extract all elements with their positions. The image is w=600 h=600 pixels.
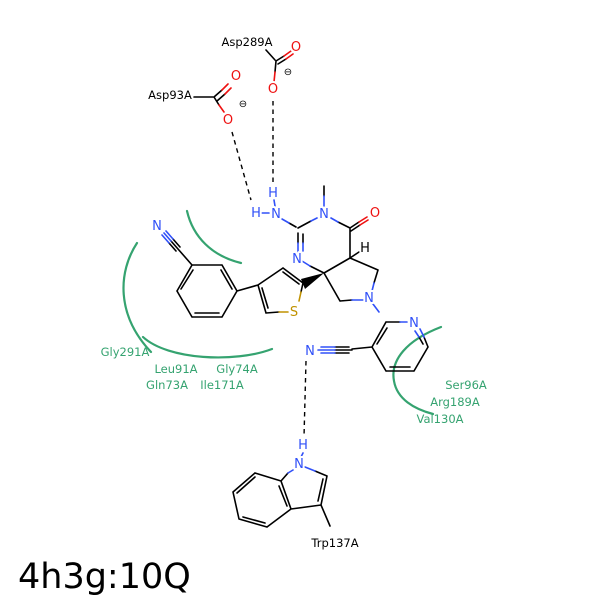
residue-label-arg189: Arg189A — [430, 395, 480, 409]
hydrogen-atom-label: H — [360, 241, 370, 256]
bonds-oxygen — [218, 50, 369, 226]
nitrogen-atom-label: N — [409, 316, 419, 331]
oxygen-atom-label: O — [291, 40, 301, 55]
nitrogen-atom-label: N — [305, 344, 315, 359]
residue-label-ile171: Ile171A — [200, 378, 244, 392]
nitrogen-atom-label: N — [319, 207, 329, 222]
residue-label-asp93: Asp93A — [148, 88, 192, 102]
negative-charge-icon: ⊖ — [284, 67, 292, 78]
hydrogen-atom-label: H — [251, 206, 261, 221]
oxygen-atom-label: O — [370, 206, 380, 221]
residue-label-gly291: Gly291A — [101, 345, 150, 359]
hydrogen-atom-label: H — [268, 186, 278, 201]
residue-label-gly74: Gly74A — [216, 362, 258, 376]
nitrogen-atom-label: N — [292, 252, 302, 267]
bonds-carbon — [168, 49, 429, 528]
nitrogen-atom-label: N — [294, 457, 304, 472]
residue-label-trp137: Trp137A — [310, 536, 358, 550]
hbond-asp93-line — [231, 131, 252, 201]
nitrogen-atom-label: N — [364, 291, 374, 306]
hydrophobic-contacts — [122, 209, 443, 416]
hydrogen-atom-label: H — [298, 438, 308, 453]
sulfur-atom-label: S — [290, 305, 298, 320]
hbond-trp137-line — [303, 360, 307, 438]
residue-label-asp289: Asp289A — [222, 35, 273, 49]
nitrogen-atom-label: N — [271, 207, 281, 222]
residue-label-ser96: Ser96A — [445, 378, 487, 392]
page-title: 4h3g:10Q — [18, 557, 191, 597]
hydrophobic-arc-left — [122, 241, 153, 354]
nitrogen-atom-label: N — [152, 219, 162, 234]
hydrophobic-arc-bottom — [141, 335, 274, 359]
hydrophobic-arc-right — [392, 325, 443, 416]
bonds-nitrogen — [161, 195, 425, 474]
oxygen-atom-label: O — [231, 69, 241, 84]
residue-labels: Asp289A Asp93A Trp137A Gly291A Leu91A Gl… — [101, 35, 487, 550]
residue-label-leu91: Leu91A — [154, 362, 197, 376]
stereo-wedge-bond — [301, 273, 324, 289]
oxygen-atom-label: O — [223, 113, 233, 128]
oxygen-atom-label: O — [268, 82, 278, 97]
hydrophobic-arc-upper — [185, 209, 243, 265]
atom-labels: O O ⊖ O O ⊖ H N H N O H N N N N S N H N — [150, 38, 421, 474]
hydrogen-bonds — [231, 101, 307, 438]
ligand-structure — [161, 49, 429, 528]
residue-label-gln73: Gln73A — [146, 378, 188, 392]
bonds-sulfur — [278, 291, 302, 313]
negative-charge-icon: ⊖ — [239, 99, 247, 110]
residue-label-val130: Val130A — [416, 412, 463, 426]
